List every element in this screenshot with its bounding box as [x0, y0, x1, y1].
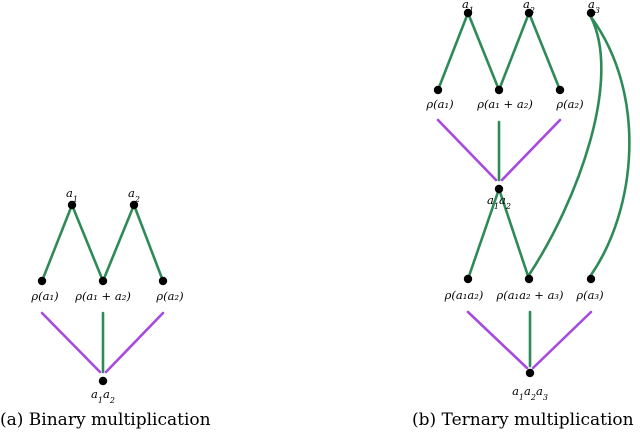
- edge-r2-p12: [500, 118, 562, 182]
- node-r1-dot: [433, 85, 443, 95]
- node-p123-label: a1a2a3: [512, 384, 548, 402]
- node-a2-dot: [524, 8, 534, 18]
- node-r12-dot: [98, 276, 108, 286]
- node-r1-label: ρ(a₁): [425, 97, 453, 111]
- node-r12-label: ρ(a₁ + a₂): [476, 97, 533, 111]
- edge-r1-prod: [40, 311, 102, 374]
- node-r1-label: ρ(a₁): [30, 289, 58, 303]
- node-rp12-label: ρ(a₁a₂): [444, 288, 484, 302]
- node-a1-dot: [463, 8, 473, 18]
- node-r3-label: ρ(a₃): [575, 288, 603, 302]
- edge-a2-r12: [497, 11, 531, 92]
- node-r2-label: ρ(a₂): [155, 289, 183, 303]
- node-p123-dot: [525, 368, 535, 378]
- edge-r3-p123: [531, 310, 593, 370]
- edge-a1-r12: [70, 203, 105, 283]
- node-r2-label: ρ(a₂): [555, 97, 583, 111]
- caption-ternary-multiplication: (b) Ternary multiplication: [412, 410, 634, 430]
- node-p12-dot: [494, 184, 504, 194]
- edge-a1-r1: [436, 11, 470, 92]
- node-prod-dot: [98, 376, 108, 386]
- node-rp123-dot: [524, 274, 534, 284]
- node-a1-label: a1: [462, 0, 474, 15]
- node-a2-dot: [129, 200, 139, 210]
- node-r3-dot: [586, 274, 596, 284]
- caption-binary-multiplication: (a) Binary multiplication: [0, 410, 211, 430]
- edge-a1-r12: [466, 11, 501, 92]
- node-a1-dot: [67, 200, 77, 210]
- edges: [436, 11, 631, 370]
- node-r2-dot: [555, 85, 565, 95]
- node-a3-label: a3: [588, 0, 600, 15]
- node-a2-label: a2: [523, 0, 535, 15]
- node-r2-dot: [158, 276, 168, 286]
- edge-a2-r2: [527, 11, 562, 92]
- node-p12-label: a1a2: [487, 193, 511, 211]
- edge-p12-rp12: [466, 187, 501, 281]
- node-r12-dot: [494, 85, 504, 95]
- edge-r1-p12: [436, 118, 498, 182]
- node-rp123-label: ρ(a₁a₂ + a₃): [495, 288, 563, 302]
- edge-a2-r12: [101, 203, 136, 283]
- edge-r2-prod: [104, 311, 165, 374]
- node-prod-label: a1a2: [91, 387, 115, 405]
- node-a2-label: a2: [128, 186, 140, 204]
- node-rp12-dot: [463, 274, 473, 284]
- node-a1-label: a1: [66, 186, 78, 204]
- node-a3-dot: [586, 8, 596, 18]
- node-r1-dot: [37, 276, 47, 286]
- node-r12-label: ρ(a₁ + a₂): [74, 289, 131, 303]
- edge-a3-rp123: [527, 15, 603, 277]
- edge-a3-r3: [589, 15, 631, 277]
- edge-a2-r2: [132, 203, 165, 283]
- edge-a1-r1: [40, 203, 74, 283]
- edge-rp12-p123: [466, 310, 529, 370]
- edge-p12-rp123: [497, 187, 531, 281]
- edges: [40, 203, 165, 374]
